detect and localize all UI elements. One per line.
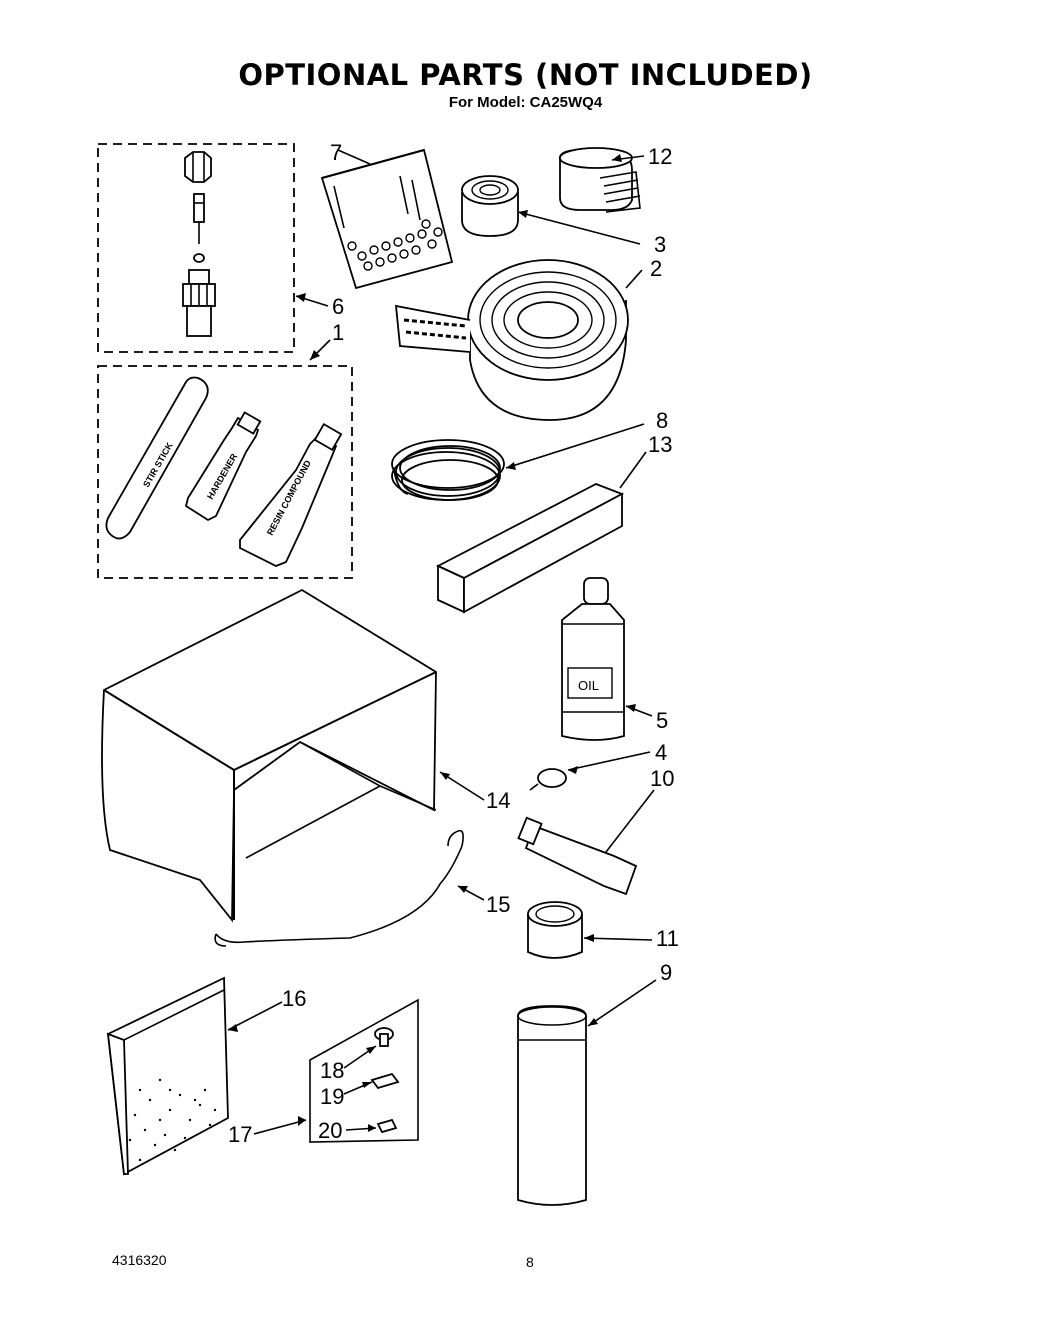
page-title: OPTIONAL PARTS (NOT INCLUDED) xyxy=(238,58,813,92)
part-10-tube xyxy=(517,816,638,896)
part-4-capsule xyxy=(529,768,567,791)
part-13-foam-bar xyxy=(435,483,625,614)
callout-10: 10 xyxy=(650,766,674,791)
leader-17 xyxy=(253,1119,307,1135)
leader-8 xyxy=(505,423,645,469)
callout-7: 7 xyxy=(330,140,342,165)
callout-14: 14 xyxy=(486,788,510,813)
leader-4 xyxy=(567,751,651,771)
part-11-can xyxy=(527,901,583,959)
callout-13: 13 xyxy=(648,432,672,457)
leader-10 xyxy=(605,789,655,853)
part-16-filter xyxy=(106,976,229,1176)
callout-20: 20 xyxy=(318,1118,342,1143)
callout-17: 17 xyxy=(228,1122,252,1147)
part-9-aerosol-can xyxy=(517,1005,587,1206)
callout-4: 4 xyxy=(655,740,667,765)
part-7-parts-bag xyxy=(320,148,454,290)
leader-2 xyxy=(625,269,643,289)
callout-8: 8 xyxy=(656,408,668,433)
part-2-large-roll xyxy=(394,259,629,421)
leader-7 xyxy=(337,149,371,165)
part-3-tape-roll xyxy=(461,175,519,237)
part-15-cord xyxy=(214,829,464,947)
part-1-epoxy-kit: STIR STICK HARDENER RESIN COMPOUND xyxy=(97,365,353,579)
model-subtitle: For Model: CA25WQ4 xyxy=(448,94,603,111)
leader-3 xyxy=(517,211,641,245)
callout-18: 18 xyxy=(320,1058,344,1083)
page-number: 8 xyxy=(526,1254,534,1270)
callout-9: 9 xyxy=(660,960,672,985)
part-12-tape xyxy=(558,147,641,213)
leader-13 xyxy=(619,451,647,489)
part-17-hardware-kit xyxy=(309,998,419,1143)
callout-19: 19 xyxy=(320,1084,344,1109)
callout-2: 2 xyxy=(650,256,662,281)
callout-3: 3 xyxy=(654,232,666,257)
callout-1: 1 xyxy=(332,320,344,345)
leader-9 xyxy=(587,979,657,1027)
document-number: 4316320 xyxy=(112,1252,167,1268)
callout-16: 16 xyxy=(282,986,306,1011)
callout-15: 15 xyxy=(486,892,510,917)
leader-16 xyxy=(227,1001,283,1031)
part-14-cover xyxy=(101,588,437,923)
part-8-wire-coil xyxy=(391,439,505,501)
callout-11: 11 xyxy=(656,926,679,951)
part-6-valve-kit xyxy=(97,143,295,353)
callout-5: 5 xyxy=(656,708,668,733)
leader-11 xyxy=(583,937,653,941)
part-5-oil-bottle: OIL xyxy=(561,577,625,741)
callout-12: 12 xyxy=(648,144,672,169)
oil-label: OIL xyxy=(578,678,599,693)
callout-6: 6 xyxy=(332,294,344,319)
